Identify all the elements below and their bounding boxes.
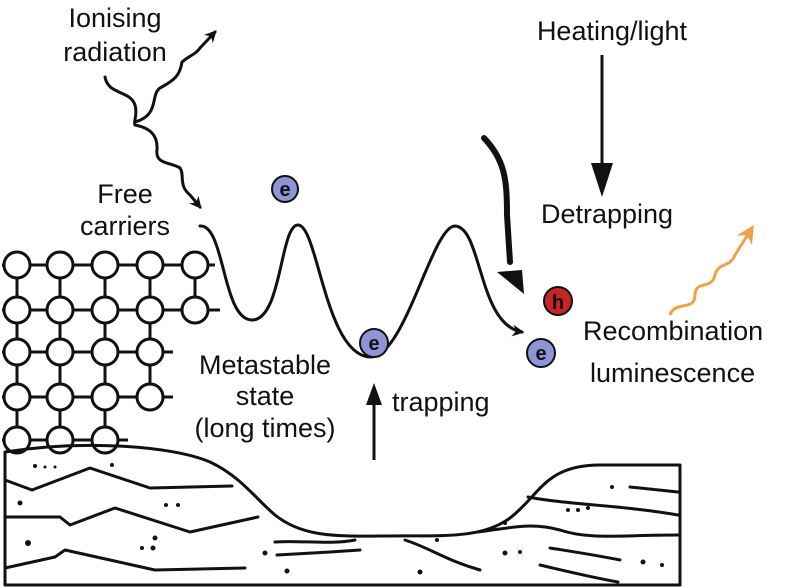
- label-carriers: carriers: [80, 211, 170, 241]
- label-trapping: trapping: [392, 387, 490, 417]
- radiation-wave-out-arrow: [133, 30, 217, 124]
- crystal-lattice: [2, 250, 220, 455]
- label-ionising: Ionising: [68, 3, 161, 33]
- hole: h: [543, 286, 573, 316]
- lattice-atom: [2, 337, 32, 367]
- svg-text:h: h: [552, 292, 564, 314]
- label-free: Free: [97, 179, 153, 209]
- lattice-atom: [135, 295, 165, 325]
- lattice-atom: [45, 382, 75, 412]
- lattice-atom: [90, 382, 120, 412]
- label-metastable: Metastable: [199, 350, 331, 380]
- lattice-atom: [180, 295, 210, 325]
- potential-well-curve: [198, 223, 525, 359]
- label-recombination: Recombination: [583, 316, 763, 346]
- electron-free: e: [271, 175, 299, 203]
- lattice-atom: [90, 337, 120, 367]
- electron-trapped: e: [359, 328, 389, 358]
- detrapping-arrow: [481, 135, 513, 265]
- lattice-atom: [90, 425, 120, 455]
- lattice-atom: [45, 295, 75, 325]
- heating-arrowhead: [591, 163, 613, 197]
- radiation-wave-in: [103, 75, 138, 127]
- lattice-atom: [90, 295, 120, 325]
- label-detrapping: Detrapping: [541, 199, 673, 229]
- radiation-wave-down-arrow: [133, 123, 202, 209]
- lattice-atom: [2, 295, 32, 325]
- lattice-atom: [45, 425, 75, 455]
- lattice-atom: [135, 250, 165, 280]
- lattice-atom: [135, 382, 165, 412]
- lattice-atom: [2, 250, 32, 280]
- lattice-atom: [90, 250, 120, 280]
- svg-text:e: e: [368, 333, 379, 355]
- label-radiation: radiation: [63, 37, 167, 67]
- sediment-block: [3, 443, 682, 587]
- lattice-atom: [2, 425, 32, 455]
- luminescence-photon-arrow: [668, 224, 754, 316]
- svg-text:e: e: [279, 179, 290, 201]
- label-luminescence: luminescence: [590, 358, 755, 388]
- electron-released: e: [526, 338, 556, 368]
- label-heating-light: Heating/light: [537, 16, 688, 46]
- trapping-arrowhead: [366, 383, 382, 405]
- lattice-atom: [135, 337, 165, 367]
- lattice-atom: [2, 382, 32, 412]
- lattice-atom: [45, 337, 75, 367]
- label-state: state: [236, 381, 295, 411]
- lattice-atom: [45, 250, 75, 280]
- detrapping-arrowhead: [497, 270, 524, 294]
- lattice-atom: [180, 250, 210, 280]
- svg-text:e: e: [535, 343, 546, 365]
- label-long-times: (long times): [194, 413, 335, 443]
